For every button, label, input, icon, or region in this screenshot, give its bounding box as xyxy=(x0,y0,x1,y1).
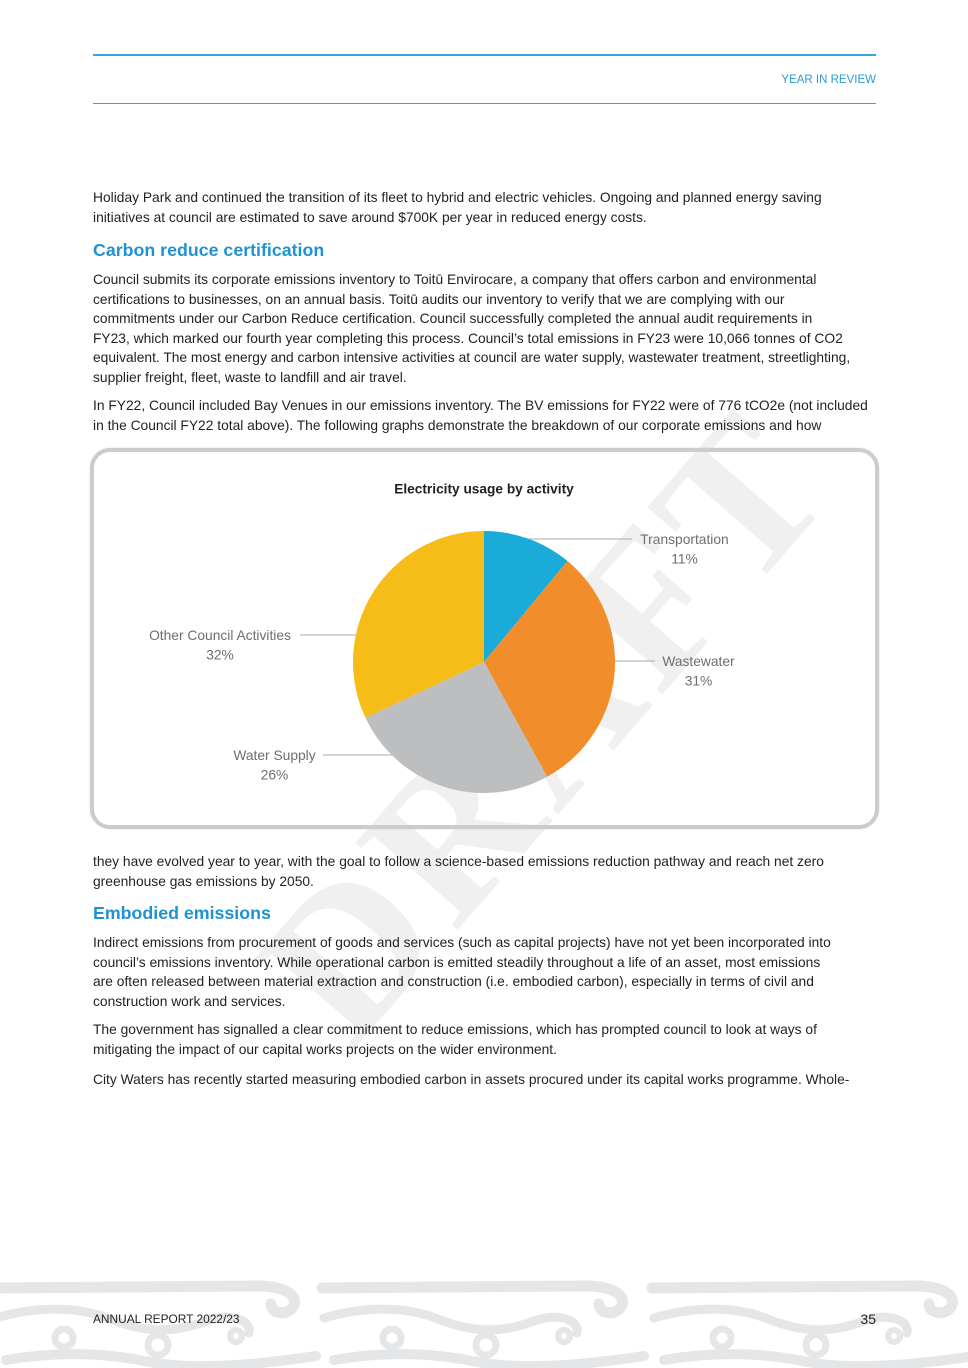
electricity-pie-chart: Electricity usage by activity Transporta… xyxy=(149,482,735,794)
paragraph-line: in the Council FY22 total above). The fo… xyxy=(93,417,822,433)
pie-value-transportation: 11% xyxy=(671,551,698,566)
government-paragraph: The government has signalled a clear com… xyxy=(93,1020,817,1059)
pie-slice-transportation xyxy=(484,531,568,662)
pie-slices xyxy=(353,531,616,794)
section-label: YEAR IN REVIEW xyxy=(781,74,876,86)
paragraph-line: commitments under our Carbon Reduce cert… xyxy=(93,311,813,327)
paragraph-line: In FY22, Council included Bay Venues in … xyxy=(93,398,868,414)
pie-slice-other-council-activities xyxy=(353,531,484,718)
paragraph-line: The government has signalled a clear com… xyxy=(93,1022,817,1038)
paragraph-line: they have evolved year to year, with the… xyxy=(93,854,824,870)
header-rule-bottom xyxy=(93,102,876,104)
embodied-heading: Embodied emissions xyxy=(93,903,271,923)
embodied-paragraph: Indirect emissions from procurement of g… xyxy=(93,933,831,1011)
paragraph-line: City Waters has recently started measuri… xyxy=(93,1072,850,1088)
pie-value-other-council-activities: 32% xyxy=(206,647,234,662)
paragraph-line: equivalent. The most energy and carbon i… xyxy=(93,350,851,366)
intro-paragraph: Holiday Park and continued the transitio… xyxy=(93,188,822,227)
paragraph-line: initiatives at council are estimated to … xyxy=(93,209,647,225)
evolution-paragraph: they have evolved year to year, with the… xyxy=(93,852,824,891)
koru-motif xyxy=(322,1286,644,1366)
carbon-heading: Carbon reduce certification xyxy=(93,240,325,260)
page-number: 35 xyxy=(860,1311,876,1327)
header-rule-top xyxy=(93,54,876,56)
chart-title: Electricity usage by activity xyxy=(394,482,574,497)
paragraph-line: Holiday Park and continued the transitio… xyxy=(93,190,822,206)
city-waters-paragraph: City Waters has recently started measuri… xyxy=(93,1070,849,1090)
pie-label-transportation: Transportation xyxy=(640,532,728,547)
carbon-paragraph: Council submits its corporate emissions … xyxy=(93,270,850,387)
paragraph-line: construction work and services. xyxy=(93,993,286,1009)
pie-label-water-supply: Water Supply xyxy=(233,748,315,763)
paragraph-line: Council submits its corporate emissions … xyxy=(93,272,817,288)
chart-frame xyxy=(90,448,879,829)
bay-venues-paragraph: In FY22, Council included Bay Venues in … xyxy=(93,396,868,435)
paragraph-line: Indirect emissions from procurement of g… xyxy=(93,935,831,951)
paragraph-line: greenhouse gas emissions by 2050. xyxy=(93,873,314,889)
pie-label-wastewater: Wastewater xyxy=(662,654,735,669)
paragraph-line: mitigating the impact of our capital wor… xyxy=(93,1041,557,1057)
pie-slice-wastewater xyxy=(484,561,616,777)
paragraph-line: are often released between material extr… xyxy=(93,974,814,990)
paragraph-line: council’s emissions inventory. While ope… xyxy=(93,954,821,970)
pie-label-other-council-activities: Other Council Activities xyxy=(149,628,291,643)
pie-value-water-supply: 26% xyxy=(261,767,289,782)
pie-value-wastewater: 31% xyxy=(685,673,713,688)
footer-report-title: ANNUAL REPORT 2022/23 xyxy=(93,1312,240,1326)
paragraph-line: supplier freight, fleet, waste to landfi… xyxy=(93,369,407,385)
koru-motif xyxy=(652,1286,968,1366)
paragraph-line: FY23, which marked our fourth year compl… xyxy=(93,330,843,346)
paragraph-line: certifications to businesses, on an annu… xyxy=(93,291,785,307)
pie-slice-water-supply xyxy=(365,662,548,794)
